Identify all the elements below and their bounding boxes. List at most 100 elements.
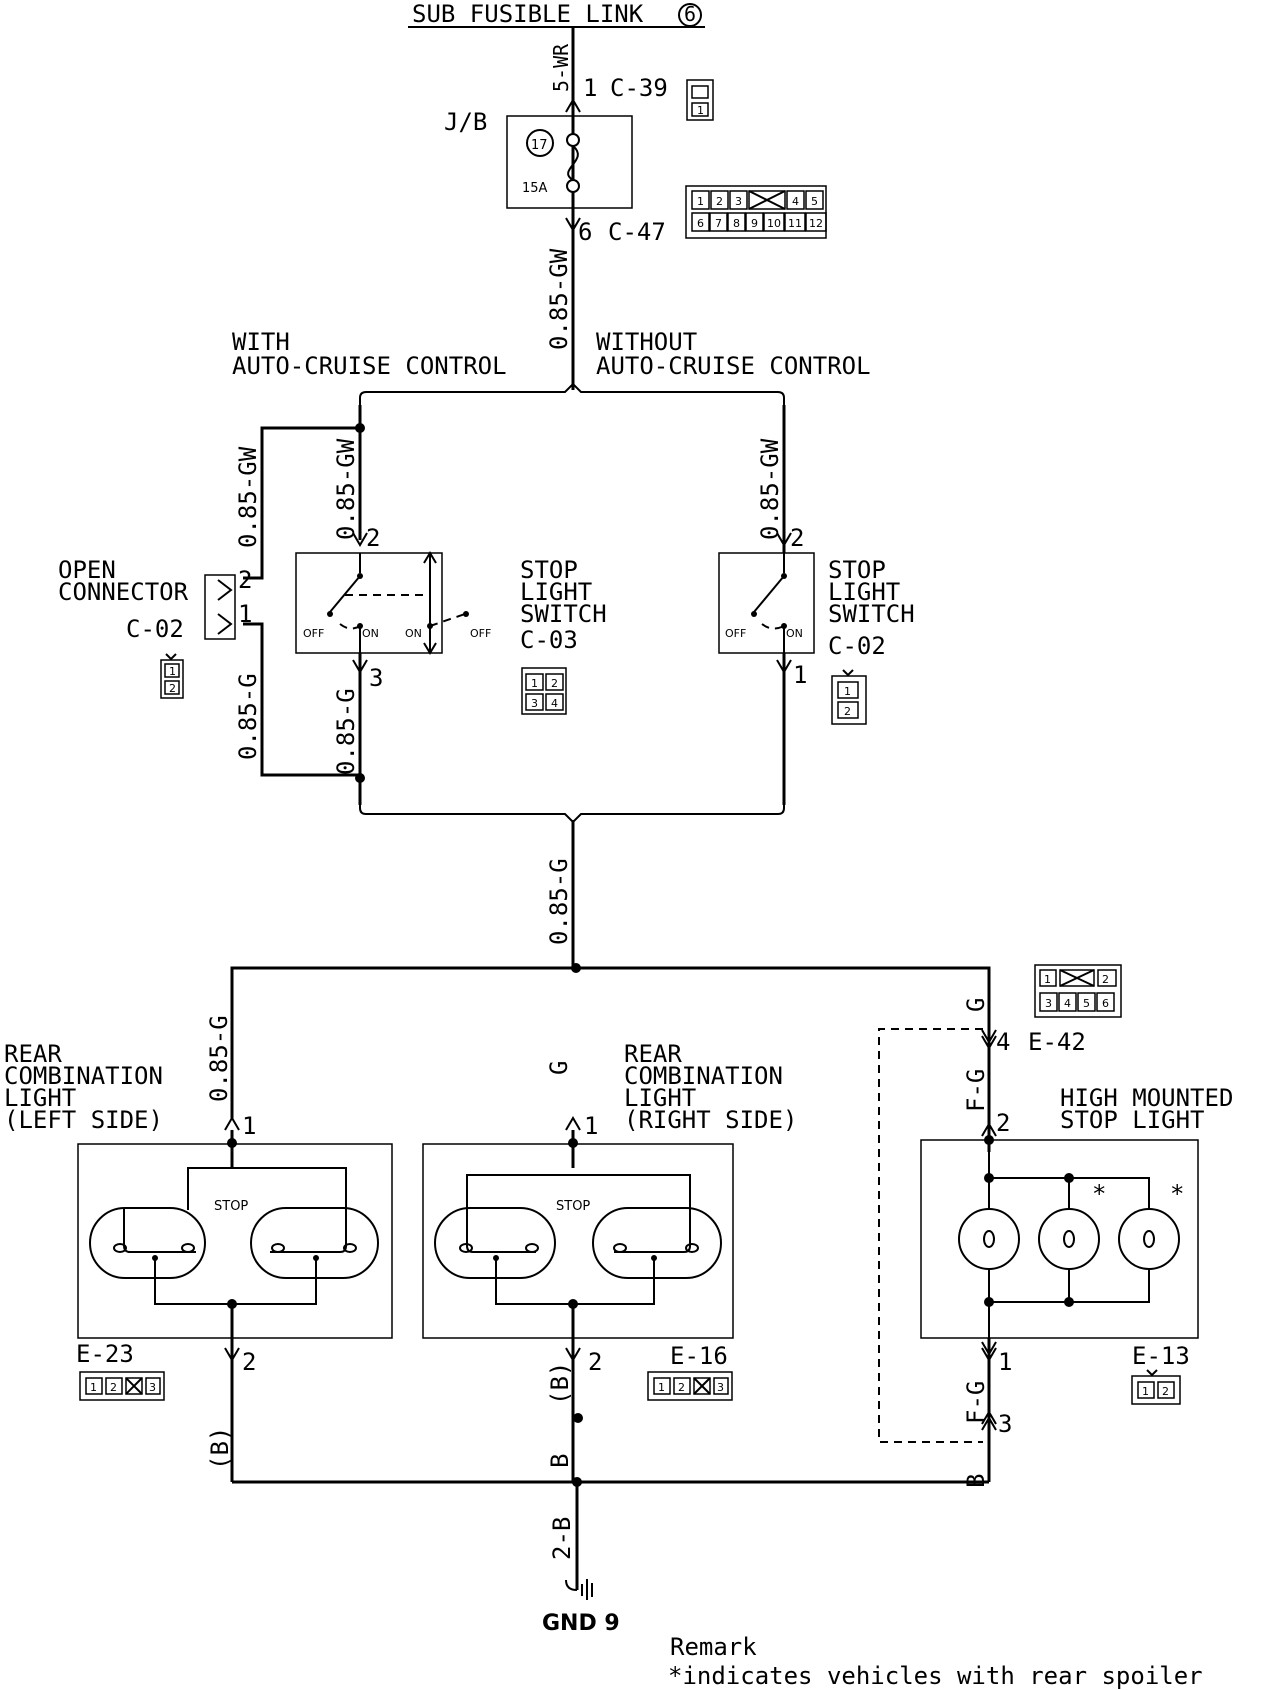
- right-lamp-pin1: 1: [584, 1112, 598, 1140]
- e42-cell: 3: [1045, 997, 1052, 1010]
- left-gw-outer-label: 0.85-GW: [234, 446, 262, 548]
- c39-connector-icon: 1: [686, 79, 714, 121]
- fuse-element-icon: [567, 145, 579, 181]
- left-switch-pin2: 2: [366, 524, 380, 552]
- fuse-terminal-bottom: [566, 179, 580, 193]
- open-connector-pin1: 1: [238, 600, 252, 628]
- c02-cell-1: 1: [844, 685, 851, 698]
- right-gw-label: 0.85-GW: [756, 438, 784, 540]
- switch-c03-off1: OFF: [303, 627, 324, 640]
- right-lamp-stop-label: STOP: [556, 1199, 590, 1214]
- left-gw-outer-wire: [243, 426, 360, 580]
- c47-cell: 2: [716, 195, 723, 208]
- c47-cell: 9: [751, 217, 758, 230]
- trunk-wire-label: 0.85-G: [545, 858, 573, 945]
- left-g-outer-label: 0.85-G: [234, 673, 262, 760]
- e16-connector-icon: 1 2 3: [647, 1371, 733, 1401]
- open-connector-body: [204, 574, 236, 640]
- high-lamp-label-2: STOP LIGHT: [1060, 1106, 1205, 1134]
- c39-cell: 1: [697, 104, 704, 117]
- stop-light-switch-c03: OFF ON ON OFF STOP LIGHT SWITCH C-03 1 2…: [295, 551, 607, 715]
- c47-cell: 11: [788, 217, 802, 230]
- ground-label: GND 9: [542, 1611, 620, 1636]
- c47-cell: 3: [735, 195, 742, 208]
- fusible-link-number: 6: [684, 2, 696, 26]
- right-ground-splice: [573, 1413, 583, 1423]
- c47-cell: 8: [733, 217, 740, 230]
- c47-cell: 10: [767, 217, 781, 230]
- left-g-outer-wire: [243, 622, 360, 777]
- high-bulb-2-icon: [1038, 1208, 1100, 1270]
- wire-085gw-main-label: 0.85-GW: [545, 248, 573, 350]
- stop-light-switch-c02: OFF ON STOP LIGHT SWITCH C-02 1 2: [718, 552, 915, 725]
- left-bulb-1-icon: [89, 1207, 206, 1279]
- switch-c02-label-2: LIGHT: [828, 578, 900, 606]
- remark-title: Remark: [670, 1633, 757, 1661]
- c03-cell-1: 1: [531, 677, 538, 690]
- jb-label: J/B: [444, 108, 487, 136]
- c47-cell: 5: [811, 195, 818, 208]
- e42-cell: 5: [1083, 997, 1090, 1010]
- high-bulb-2-star: *: [1092, 1180, 1106, 1208]
- high-lamp-label-1: HIGH MOUNTED: [1060, 1084, 1233, 1112]
- c03-cell-3: 3: [531, 697, 538, 710]
- distribution-bus: [230, 966, 991, 1130]
- c03-cell-2: 2: [551, 677, 558, 690]
- right-lamp-pin2: 2: [588, 1348, 602, 1376]
- left-junction-bottom: [355, 773, 365, 783]
- e42-ref: E-42: [1028, 1028, 1086, 1056]
- high-lamp-pin3: 3: [998, 1410, 1012, 1438]
- e23-cell-2: 2: [110, 1381, 117, 1394]
- e23-cell-3: 3: [149, 1381, 156, 1394]
- c02-cell-2: 2: [844, 705, 851, 718]
- fuse-terminal-top: [566, 133, 580, 147]
- with-label-2: AUTO-CRUISE CONTROL: [232, 352, 507, 380]
- right-lamp-label-1: REAR: [624, 1040, 682, 1068]
- c47-ref: C-47: [608, 218, 666, 246]
- left-lamp-label-2: COMBINATION: [4, 1062, 163, 1090]
- open-connector-cell-2: 2: [169, 682, 176, 695]
- high-lamp-wire-fg1-label: F-G: [962, 1069, 990, 1112]
- right-lamp-ref: E-16: [670, 1342, 728, 1370]
- wire-5wr-label: 5-WR: [549, 43, 573, 92]
- switch-c02-body: [718, 552, 815, 654]
- e42-cell-1: 1: [1044, 973, 1051, 986]
- left-lamp-wire-label: 0.85-G: [205, 1015, 233, 1102]
- left-lamp-label-4: (LEFT SIDE): [4, 1106, 163, 1134]
- e13-cell-2: 2: [1162, 1385, 1169, 1398]
- switch-c03-connector-icon: 1 2 3 4: [521, 667, 567, 715]
- switch-c02-label-1: STOP: [828, 556, 886, 584]
- high-lamp-bypass-dashed: [878, 1028, 983, 1443]
- rear-combination-light-left-label: REAR COMBINATION LIGHT (LEFT SIDE): [4, 1040, 163, 1134]
- rear-combination-light-right: STOP: [422, 1130, 734, 1339]
- open-connector-ref: C-02: [126, 615, 184, 643]
- high-bulb-1-icon: [958, 1208, 1020, 1270]
- c47-cell: 6: [697, 217, 704, 230]
- e16-cell-1: 1: [658, 1381, 665, 1394]
- high-lamp-wire-g-label: G: [962, 998, 990, 1012]
- open-connector-pin2: 2: [238, 566, 252, 594]
- ground-symbol-icon: [565, 1579, 593, 1600]
- left-lamp-stop-label: STOP: [214, 1199, 248, 1214]
- c47-pin: 6: [578, 218, 592, 246]
- left-lamp-pin1: 1: [242, 1112, 256, 1140]
- rear-combination-light-right-label: REAR COMBINATION LIGHT (RIGHT SIDE): [624, 1040, 797, 1134]
- junction-block: J/B 17 15A: [444, 108, 633, 209]
- right-lamp-label-3: LIGHT: [624, 1084, 696, 1112]
- c47-cell: 7: [715, 217, 722, 230]
- e16-cell-2: 2: [678, 1381, 685, 1394]
- switch-c03-label-3: SWITCH: [520, 600, 607, 628]
- left-lamp-body: [77, 1143, 393, 1339]
- fuse-rating: 15A: [522, 181, 548, 196]
- sub-fusible-link: SUB FUSIBLE LINK 6: [408, 0, 705, 28]
- c39-pin: 1: [583, 74, 597, 102]
- switch-c02-on: ON: [786, 627, 803, 640]
- switch-c03-on2: ON: [405, 627, 422, 640]
- high-bulb-3-icon: [1118, 1208, 1180, 1270]
- without-label-1: WITHOUT: [596, 328, 697, 356]
- open-connector-icon: 1 2: [160, 653, 184, 699]
- left-g-inner-label: 0.85-G: [332, 688, 360, 775]
- high-bulb-3-star: *: [1170, 1180, 1184, 1208]
